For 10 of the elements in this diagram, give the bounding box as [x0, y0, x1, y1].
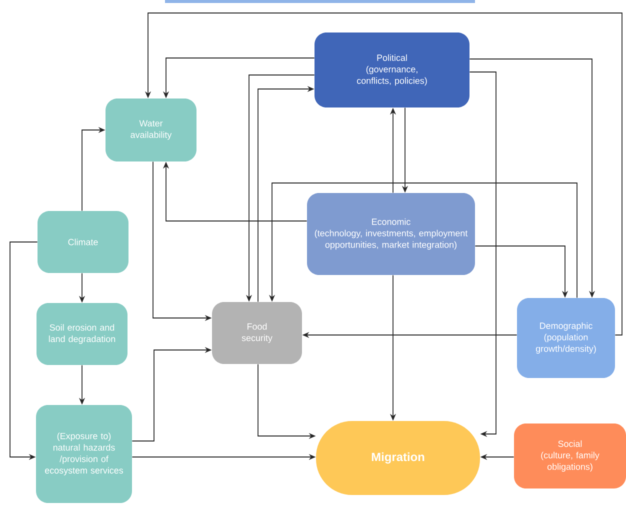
factor-box: (Exposure to) natural hazards /provision of ecosystem services: [36, 405, 132, 503]
factor-box: Economic (technology, investments, employment opportunities, market integration): [307, 193, 475, 275]
factor-box: Food security: [212, 302, 302, 364]
factor-box: Climate: [38, 211, 128, 273]
factor-box: Soil erosion and land degradation: [36, 303, 128, 365]
factor-box: Water availability: [106, 98, 196, 162]
factor-box: Demographic (population growth/density): [517, 298, 615, 378]
factor-box: Social (culture, family obligations): [514, 424, 626, 488]
factor-box: Political (governance, conflicts, policies): [314, 32, 470, 108]
arrow: [469, 72, 496, 438]
